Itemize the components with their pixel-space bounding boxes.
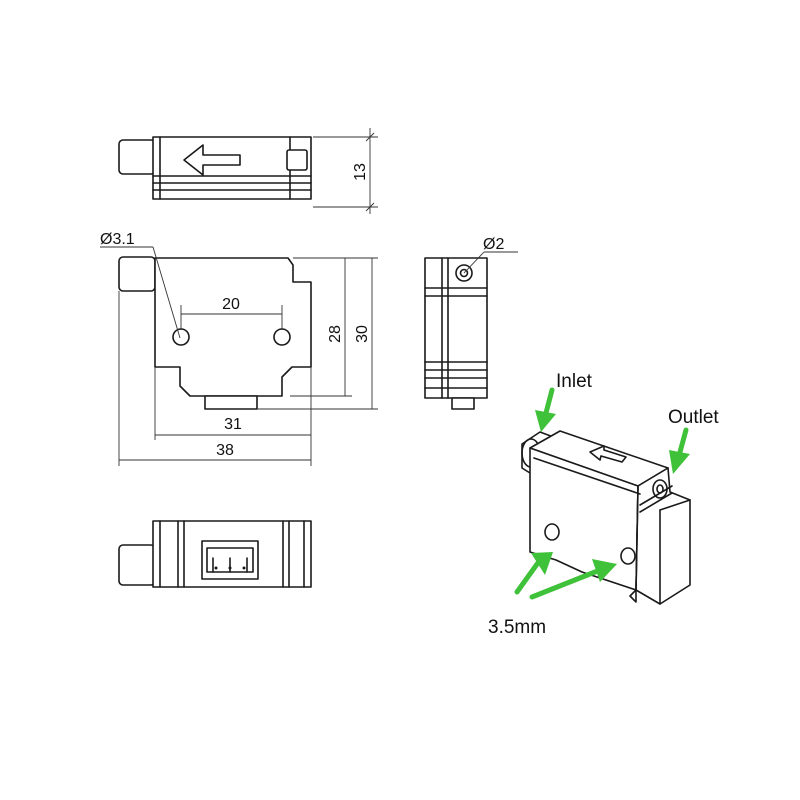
hole-arrow-1-shaft (514, 557, 543, 595)
iso-outlet-hole (652, 479, 668, 499)
bottom-view-inlet-boss (118, 544, 156, 586)
outlet-arrow-shaft (677, 427, 689, 455)
outlet-label: Outlet (668, 407, 719, 428)
side-view: Ø2 (424, 236, 518, 410)
top-view-outlet-boss (286, 149, 308, 171)
dim-inner-width: 31 (224, 416, 242, 433)
hole-arrow-2-head-icon (592, 559, 617, 582)
front-view-inlet-boss (118, 256, 156, 292)
flow-direction-arrow-icon (183, 144, 241, 176)
front-view: Ø3.1 20 28 30 31 38 (100, 231, 378, 466)
iso-mount-hole-right (620, 547, 636, 565)
dim-outer-height: 30 (354, 325, 371, 343)
hole-size-label: 3.5mm (488, 617, 546, 638)
bottom-view (118, 520, 312, 588)
front-view-connector (204, 395, 258, 410)
iso-right-face (635, 467, 691, 605)
callouts: Inlet Outlet 3.5mm (488, 371, 719, 638)
iso-view (521, 430, 691, 605)
outlet-hole-inner (459, 268, 469, 278)
dim-outlet-diameter: Ø2 (483, 236, 504, 253)
front-view-body (154, 257, 312, 397)
top-view-inlet-boss (118, 139, 156, 175)
dim-hole-spacing: 20 (222, 296, 240, 313)
dim-hole-diameter: Ø3.1 (100, 231, 135, 248)
inlet-arrow-head-icon (535, 410, 556, 432)
iso-flow-arrow-icon (589, 445, 627, 463)
dim-outer-width: 38 (216, 442, 234, 459)
top-view: 13 (118, 128, 378, 214)
outlet-arrow-head-icon (669, 450, 690, 474)
side-view-body (424, 257, 488, 399)
outlet-hole-outer (455, 264, 473, 282)
hole-arrow-1-head-icon (531, 552, 553, 575)
top-view-body (152, 136, 312, 200)
hole-arrow-2-shaft (529, 567, 603, 600)
side-view-boss (451, 397, 475, 410)
inlet-arrow-shaft (543, 387, 555, 416)
dim-inner-height: 28 (327, 325, 344, 343)
iso-mount-hole-left (544, 523, 560, 541)
dim-height-top: 13 (352, 163, 369, 181)
inlet-label: Inlet (556, 371, 593, 392)
